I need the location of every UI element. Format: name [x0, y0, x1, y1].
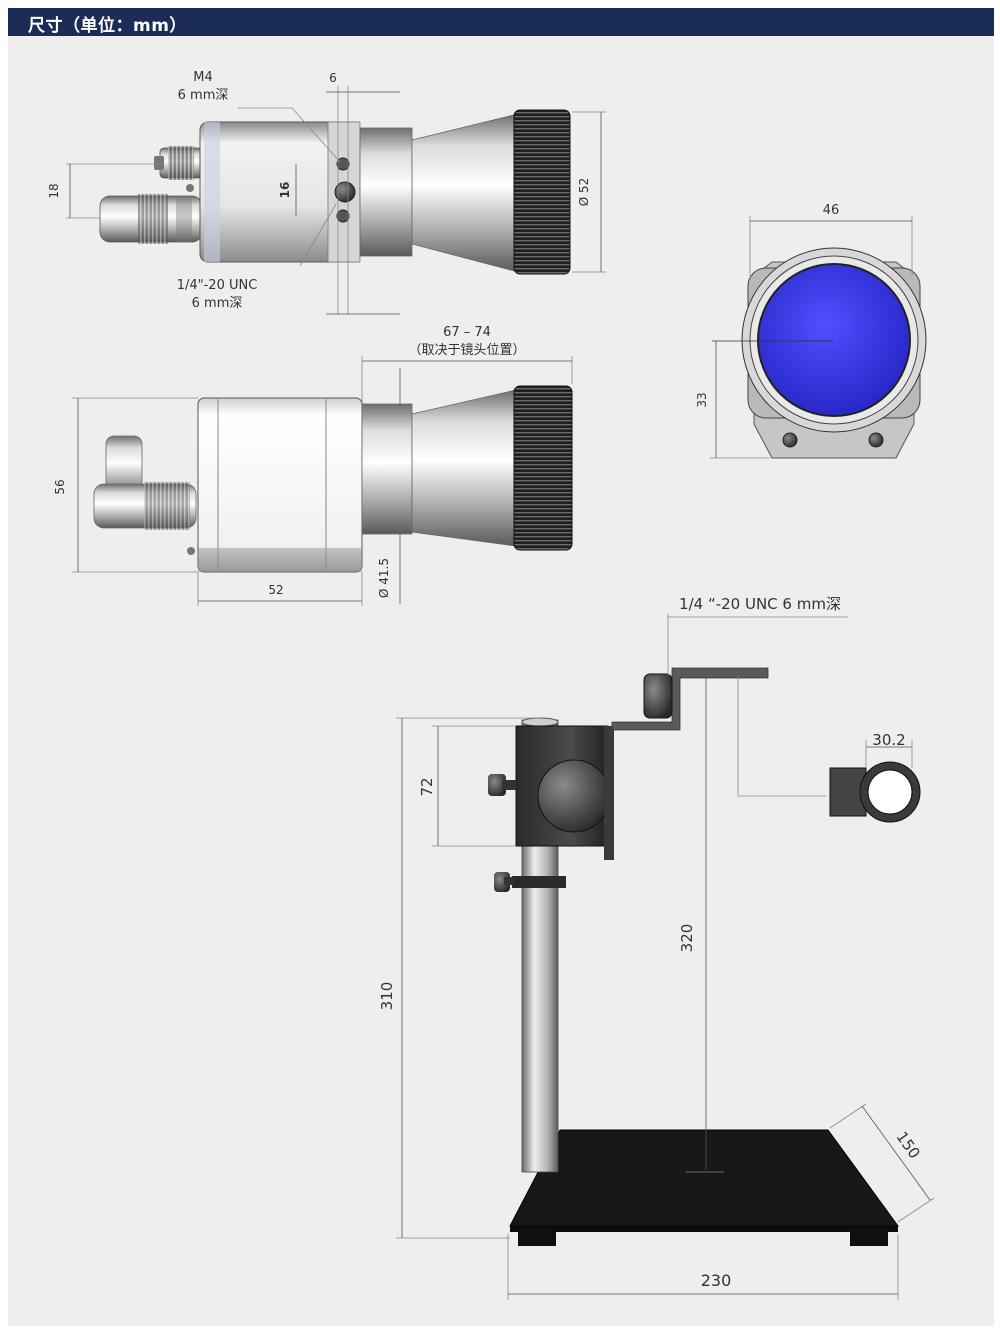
unc-thread-hole: [334, 181, 356, 203]
mounting-stand: 1/4 “-20 UNC 6 mm深 320 30.2 72 310 150 2…: [378, 595, 935, 1300]
unc-depth-top: 6 mm深: [192, 296, 243, 311]
side-view: 67 – 74 （取决于镜头位置） 56 52 Ø 41.5: [53, 325, 573, 606]
dim-18: 18: [47, 183, 61, 198]
lens-blue: [757, 263, 911, 417]
section-header: 尺寸（单位：mm）: [8, 8, 994, 36]
dim-310: 310: [378, 982, 396, 1011]
unc-label-top: 1/4"-20 UNC: [177, 278, 258, 293]
dim-67-74: 67 – 74: [443, 325, 491, 340]
m4-label: M4: [193, 70, 213, 85]
clamp-knob: [537, 759, 611, 833]
dim-320: 320: [678, 924, 696, 953]
dim-diam41-5: Ø 41.5: [377, 558, 391, 598]
top-view: 18 16 6 Ø 52 M4 6 mm深 1/4"-20 UNC 6 mm深: [47, 70, 606, 315]
l-bracket: [611, 667, 769, 731]
section-title: 尺寸（单位：mm）: [28, 16, 187, 36]
dim-56: 56: [53, 479, 67, 494]
dim-52-side: 52: [268, 583, 283, 597]
front-view: 46 33: [695, 203, 927, 459]
dim-72: 72: [418, 777, 436, 796]
m4-depth: 6 mm深: [178, 88, 229, 103]
camera-body-side: [197, 397, 363, 573]
focus-ring-top: [513, 109, 571, 275]
thread-label-stand: 1/4 “-20 UNC 6 mm深: [679, 595, 841, 613]
base-plate: [509, 1129, 899, 1227]
dim-150: 150: [893, 1128, 924, 1162]
dim-33: 33: [695, 392, 709, 407]
dim-230: 230: [701, 1271, 732, 1290]
dim-46: 46: [823, 203, 840, 218]
dim-6: 6: [329, 71, 337, 85]
dim-30-2: 30.2: [872, 731, 905, 749]
dim-range-note: （取决于镜头位置）: [408, 343, 525, 358]
dim-diam52: Ø 52: [577, 178, 591, 207]
focus-ring-side: [513, 385, 573, 551]
dim-16: 16: [278, 182, 292, 199]
